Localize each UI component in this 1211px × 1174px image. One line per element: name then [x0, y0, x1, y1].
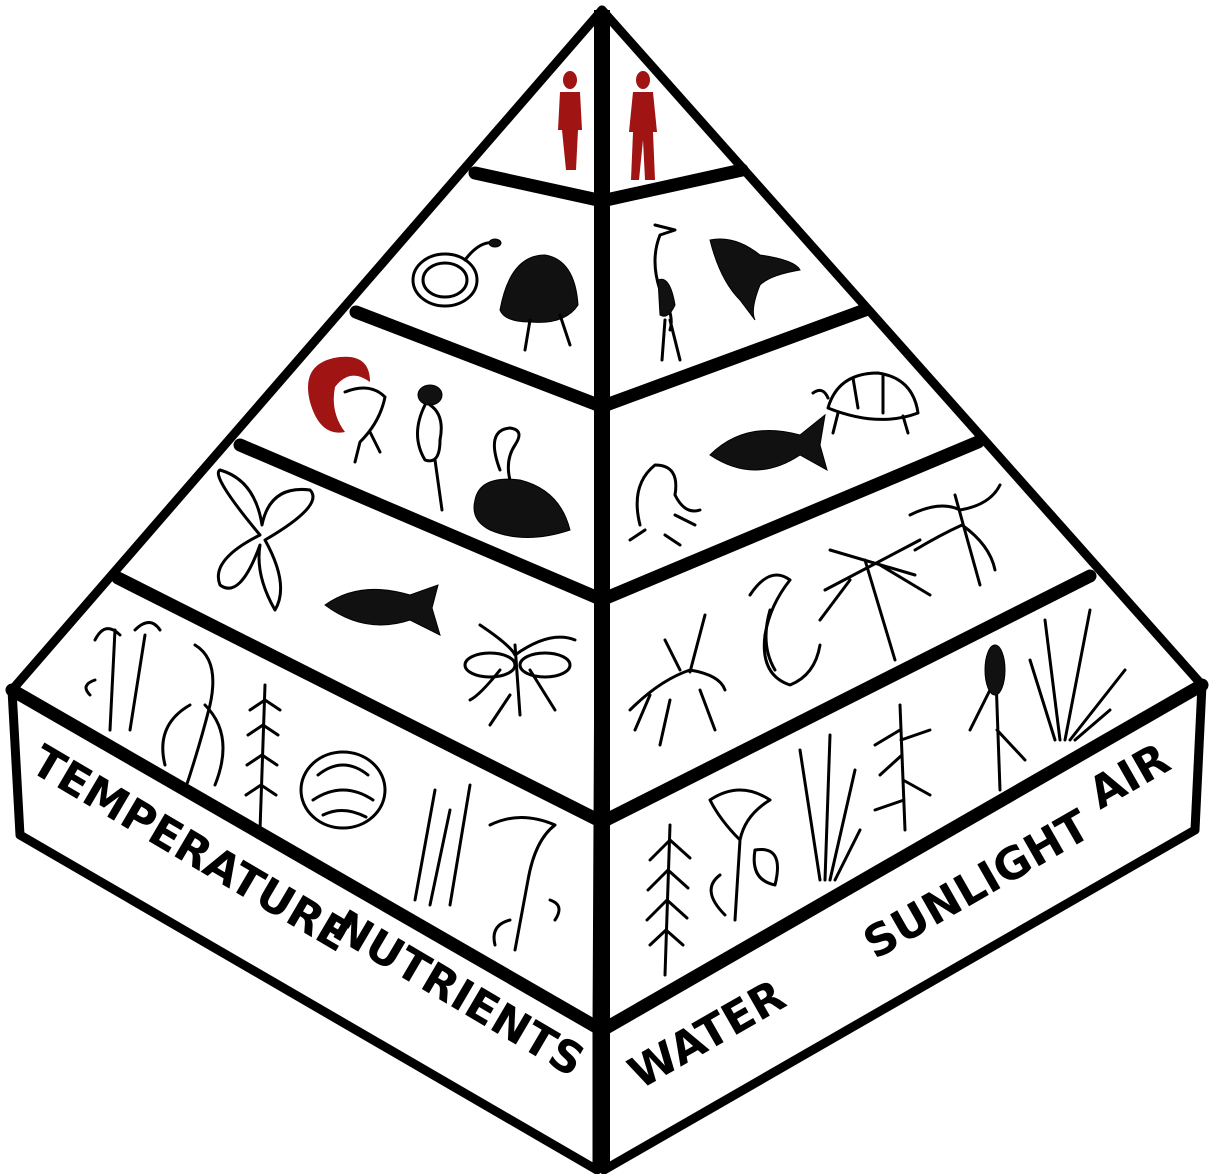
food-pyramid-diagram: TEMPERATURE NUTRIENTS WATER SUNLIGHT AIR [0, 0, 1211, 1174]
